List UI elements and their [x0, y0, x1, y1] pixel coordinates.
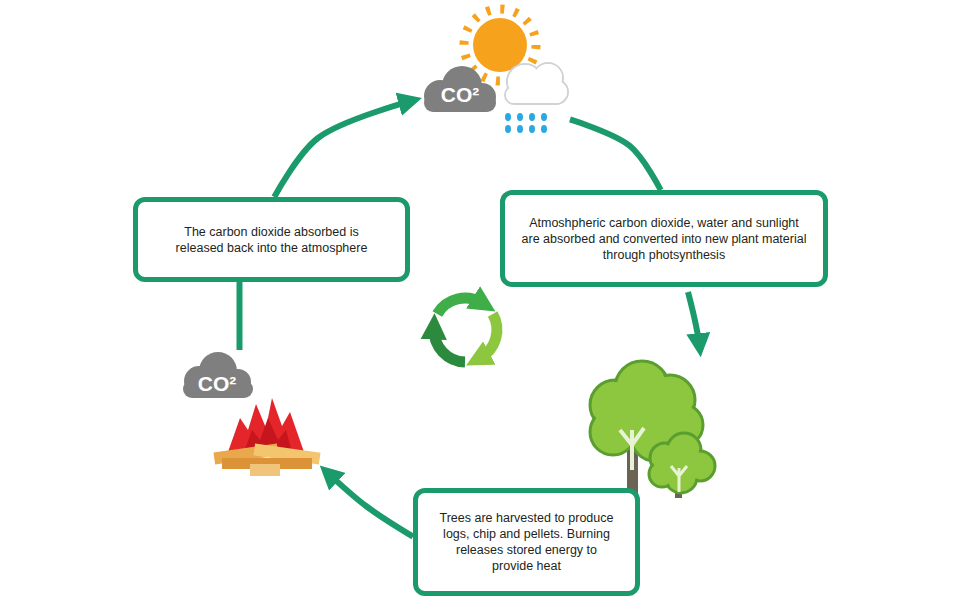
- process-box: The carbon dioxide absorbed is released …: [133, 197, 410, 282]
- cycle-arrow: [237, 282, 243, 350]
- cloud-label: CO²: [429, 83, 491, 107]
- box-text: The carbon dioxide absorbed is released …: [164, 224, 379, 256]
- process-box: Trees are harvested to produce logs, chi…: [413, 488, 640, 596]
- cycle-arrow: [688, 292, 700, 350]
- cycle-arrow: [325, 470, 413, 536]
- co2-cloud-node: CO²: [175, 350, 325, 478]
- rain-cloud: [505, 63, 568, 104]
- cloud-label: CO²: [184, 372, 250, 396]
- cycle-arrow: [274, 100, 415, 197]
- cycle-arrow: [570, 119, 661, 190]
- rain-drops: [505, 113, 547, 133]
- box-text: Atmoshpheric carbon dioxide, water and s…: [522, 215, 807, 263]
- co2-cloud-node: CO²: [415, 5, 570, 135]
- co2-cloud: [183, 352, 253, 398]
- box-text: Trees are harvested to produce logs, chi…: [437, 510, 617, 574]
- campfire: [213, 398, 320, 476]
- co2-cloud: [424, 66, 496, 112]
- process-box: Atmoshpheric carbon dioxide, water and s…: [500, 190, 828, 287]
- tree-icon: [590, 361, 715, 500]
- recycle-icon: [434, 298, 497, 362]
